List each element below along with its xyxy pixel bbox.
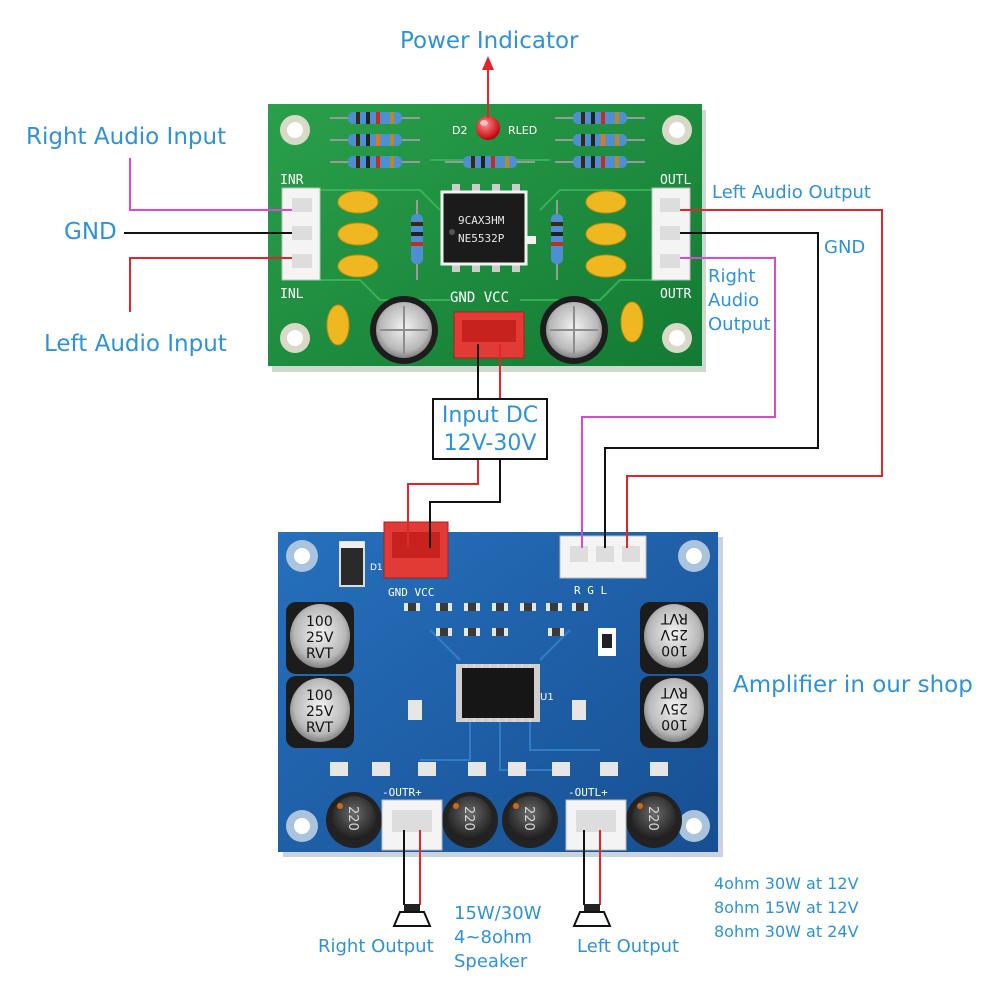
- amp-diode: [339, 541, 365, 587]
- cap1-voltage: 25V: [306, 630, 334, 646]
- silk-rled: RLED: [508, 124, 537, 137]
- cap3-value: 100: [661, 642, 688, 658]
- amplifier-board: D1 GND VCC R G L: [278, 521, 723, 857]
- silk-outr-amp: -OUTR+: [382, 786, 422, 799]
- label-right-audio-output-line-1: Right: [708, 266, 756, 287]
- amp-input-connector: [559, 535, 647, 579]
- silk-outr: OUTR: [660, 287, 691, 302]
- cap1-value: 100: [306, 614, 333, 630]
- silk-amp-gnd-vcc: GND VCC: [388, 586, 434, 599]
- amp-smd-parts: [330, 603, 668, 776]
- label-left-audio-output: Left Audio Output: [712, 182, 871, 203]
- amp-inductor-1: [326, 792, 382, 848]
- opamp-chip: [440, 184, 536, 272]
- label-power-spec-line-1: 4ohm 30W at 12V: [714, 874, 859, 893]
- wire-right-audio-output: [581, 257, 776, 548]
- silk-inr: INR: [280, 173, 304, 188]
- power-led: [476, 116, 500, 140]
- label-power-spec: 4ohm 30W at 12V 8ohm 15W at 12V 8ohm 30W…: [714, 872, 859, 944]
- label-speaker-spec-line-1: 15W/30W: [454, 903, 542, 924]
- silk-rgl: R G L: [574, 584, 607, 597]
- amp-left-speaker-connector: [565, 799, 627, 851]
- amp-traces: [420, 629, 600, 771]
- power-indicator-arrowhead: [482, 56, 494, 70]
- wiring: [124, 68, 883, 905]
- amp-right-speaker-connector: [381, 799, 443, 851]
- ind1-label: 220: [345, 806, 360, 831]
- cap3-brand: RVT: [660, 610, 688, 626]
- wire-left-audio-input: [129, 257, 292, 312]
- right-speaker-icon: [392, 904, 432, 927]
- cap2-brand: RVT: [306, 720, 334, 736]
- silk-outl: OUTL: [660, 173, 691, 188]
- label-gnd-input: GND: [64, 219, 117, 245]
- amp-mounting-holes: [286, 540, 710, 842]
- cap4-voltage: 25V: [660, 700, 688, 716]
- label-power-indicator: Power Indicator: [400, 28, 579, 54]
- preamp-mounting-holes: [280, 115, 692, 353]
- ind3-label: 220: [521, 806, 536, 831]
- label-right-audio-output-line-2: Audio: [708, 290, 760, 311]
- cap4-value: 100: [661, 716, 688, 732]
- label-speaker-spec-line-2: 4~8ohm: [454, 927, 532, 948]
- preamp-board: D2 RLED 9CAX3HM NE5532P: [268, 104, 706, 372]
- cap2-value: 100: [306, 688, 333, 704]
- label-power-spec-line-2: 8ohm 15W at 12V: [714, 898, 859, 917]
- silk-u1: U1: [540, 692, 554, 703]
- left-speaker-icon: [572, 904, 612, 927]
- input-dc-box: Input DC 12V-30V: [432, 398, 548, 460]
- wire-gnd-output: [604, 232, 819, 548]
- label-gnd-output: GND: [824, 237, 866, 258]
- label-speaker-spec-line-3: Speaker: [454, 951, 528, 972]
- label-right-audio-input: Right Audio Input: [26, 124, 227, 150]
- label-right-audio-output: Right Audio Output: [708, 265, 771, 337]
- label-power-spec-line-3: 8ohm 30W at 24V: [714, 922, 859, 941]
- cap4-brand: RVT: [660, 684, 688, 700]
- label-left-audio-input: Left Audio Input: [44, 331, 227, 357]
- amp-inductor-3: [502, 792, 558, 848]
- label-right-audio-output-line-3: Output: [708, 314, 771, 335]
- silk-outl-amp: -OUTL+: [568, 786, 608, 799]
- input-dc-line-1: Input DC: [441, 403, 539, 428]
- silk-d2: D2: [452, 124, 467, 137]
- wire-dc-amp-black: [429, 460, 501, 548]
- preamp-resistors: [330, 112, 645, 280]
- preamp-ceramic-caps: [326, 190, 644, 346]
- input-dc-line-2: 12V-30V: [443, 431, 537, 456]
- preamp-electrolytic-caps: [370, 296, 608, 364]
- amp-electrolytic-cap-2: [286, 676, 354, 748]
- wire-left-audio-output: [626, 209, 883, 548]
- amp-electrolytic-cap-3: [640, 602, 708, 674]
- amp-power-connector: [383, 521, 449, 579]
- ind4-label: 220: [645, 806, 660, 831]
- wire-dc-amp-red: [407, 460, 479, 548]
- ind2-label: 220: [461, 806, 476, 831]
- silk-d1: D1: [370, 563, 383, 573]
- label-speaker-spec: 15W/30W 4~8ohm Speaker: [454, 902, 541, 974]
- silk-inl: INL: [280, 287, 304, 302]
- label-right-output: Right Output: [318, 936, 434, 957]
- amp-electrolytic-cap-4: [640, 676, 708, 748]
- amp-inductor-4: [626, 792, 682, 848]
- amp-main-ic: [456, 664, 540, 722]
- amp-inductor-2: [442, 792, 498, 848]
- cap3-voltage: 25V: [660, 626, 688, 642]
- silk-gnd-vcc: GND VCC: [450, 290, 509, 306]
- label-left-output: Left Output: [577, 936, 680, 957]
- chip-text-2: NE5532P: [458, 232, 505, 245]
- chip-text-1: 9CAX3HM: [458, 214, 505, 227]
- cap1-brand: RVT: [306, 646, 334, 662]
- preamp-power-connector: [453, 311, 525, 359]
- wire-right-audio-input: [129, 158, 292, 211]
- label-amplifier-in-shop: Amplifier in our shop: [733, 672, 973, 698]
- cap2-voltage: 25V: [306, 704, 334, 720]
- amp-electrolytic-cap-1: [286, 602, 354, 674]
